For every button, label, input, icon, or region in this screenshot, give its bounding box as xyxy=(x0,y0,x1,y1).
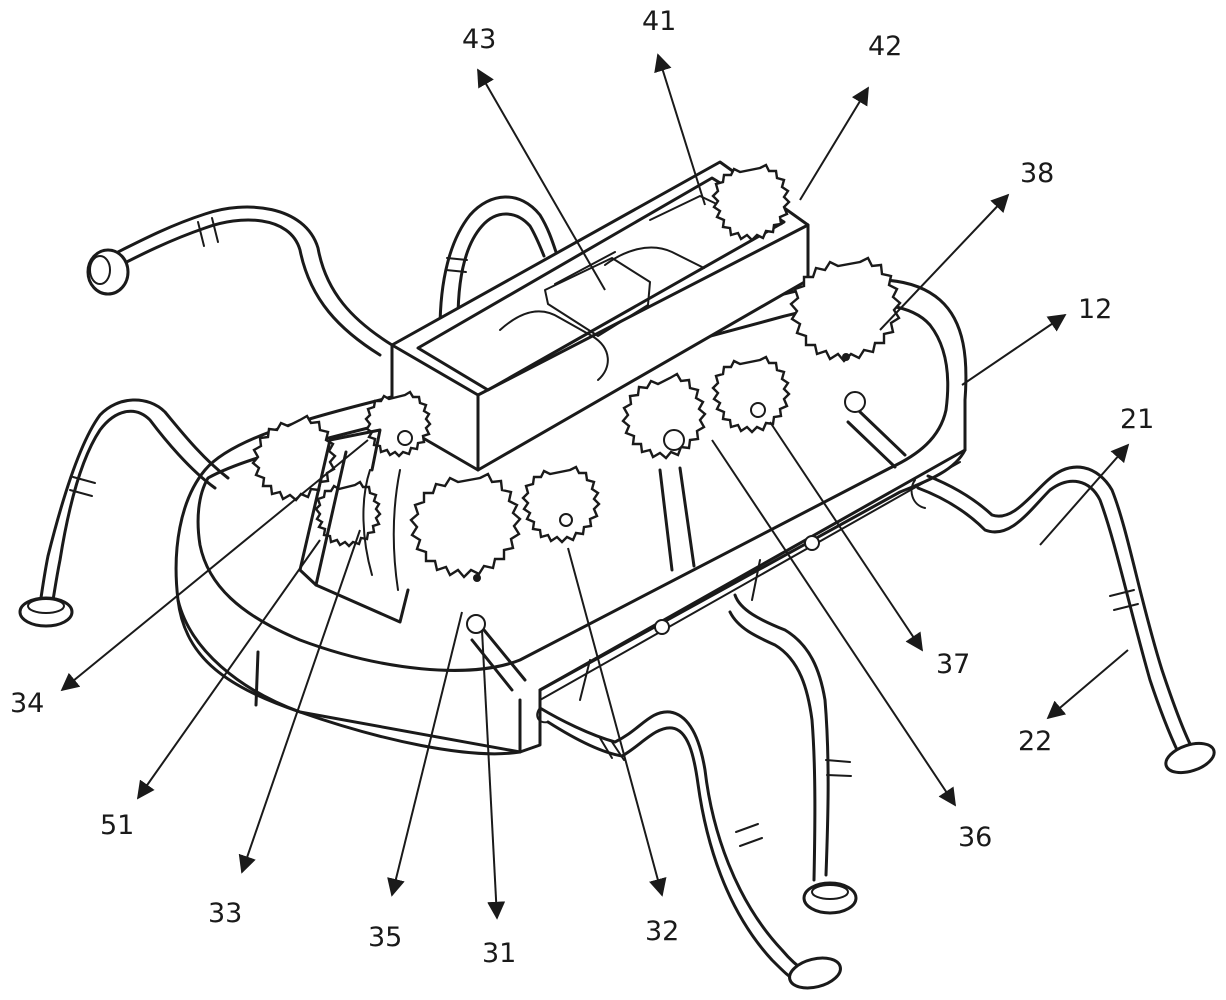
leader-line-22 xyxy=(1046,649,1129,720)
callout-37: 37 xyxy=(769,421,970,680)
label-34: 34 xyxy=(10,688,44,719)
callout-12: 12 xyxy=(961,294,1112,386)
label-21: 21 xyxy=(1120,404,1154,435)
callout-21: 21 xyxy=(1039,404,1154,546)
leg-right-back xyxy=(910,465,1216,775)
callout-33: 33 xyxy=(208,529,361,929)
leg-right-middle xyxy=(728,593,858,915)
leg-middle-back xyxy=(438,195,558,332)
callout-32: 32 xyxy=(567,547,679,947)
label-35: 35 xyxy=(368,922,402,953)
leader-line-32 xyxy=(567,547,667,897)
gear-42 xyxy=(711,163,791,242)
callout-41: 41 xyxy=(642,6,706,206)
leg-left-back xyxy=(86,205,394,357)
callout-36: 36 xyxy=(711,439,992,853)
label-33: 33 xyxy=(208,898,242,929)
leader-line-41 xyxy=(654,53,706,206)
callout-31: 31 xyxy=(481,629,516,969)
leader-line-36 xyxy=(711,439,956,807)
label-32: 32 xyxy=(645,916,679,947)
callout-38: 38 xyxy=(879,158,1054,331)
leader-line-51 xyxy=(136,539,321,800)
leg-left-front xyxy=(18,398,230,628)
gear-38 xyxy=(789,256,902,363)
leader-line-37 xyxy=(769,421,923,652)
callout-22: 22 xyxy=(1018,649,1129,757)
label-12: 12 xyxy=(1078,294,1112,325)
leader-line-43 xyxy=(477,68,606,291)
label-38: 38 xyxy=(1020,158,1054,189)
callout-35: 35 xyxy=(368,611,463,953)
leader-line-21 xyxy=(1039,443,1130,546)
label-41: 41 xyxy=(642,6,676,37)
gear-35 xyxy=(364,390,432,458)
drive-shafts xyxy=(466,391,907,692)
leader-line-34 xyxy=(60,439,369,692)
leader-line-12 xyxy=(961,313,1067,386)
callout-42: 42 xyxy=(799,31,902,201)
callout-43: 43 xyxy=(462,24,606,291)
gear-32 xyxy=(521,465,601,544)
leg-front-middle xyxy=(536,706,842,990)
label-31: 31 xyxy=(482,938,516,969)
label-36: 36 xyxy=(958,822,992,853)
label-51: 51 xyxy=(100,810,134,841)
leader-line-35 xyxy=(387,611,463,897)
leader-line-31 xyxy=(481,629,506,920)
leader-line-38 xyxy=(879,193,1010,331)
label-37: 37 xyxy=(936,649,970,680)
gear-37 xyxy=(711,355,791,434)
gear-31 xyxy=(409,472,522,582)
crank-bracket xyxy=(298,428,410,624)
label-43: 43 xyxy=(462,24,496,55)
callout-51: 51 xyxy=(100,539,321,841)
leader-line-42 xyxy=(799,86,869,201)
leader-line-33 xyxy=(238,529,361,874)
callout-34: 34 xyxy=(10,439,369,719)
label-42: 42 xyxy=(868,31,902,62)
label-22: 22 xyxy=(1018,726,1052,757)
